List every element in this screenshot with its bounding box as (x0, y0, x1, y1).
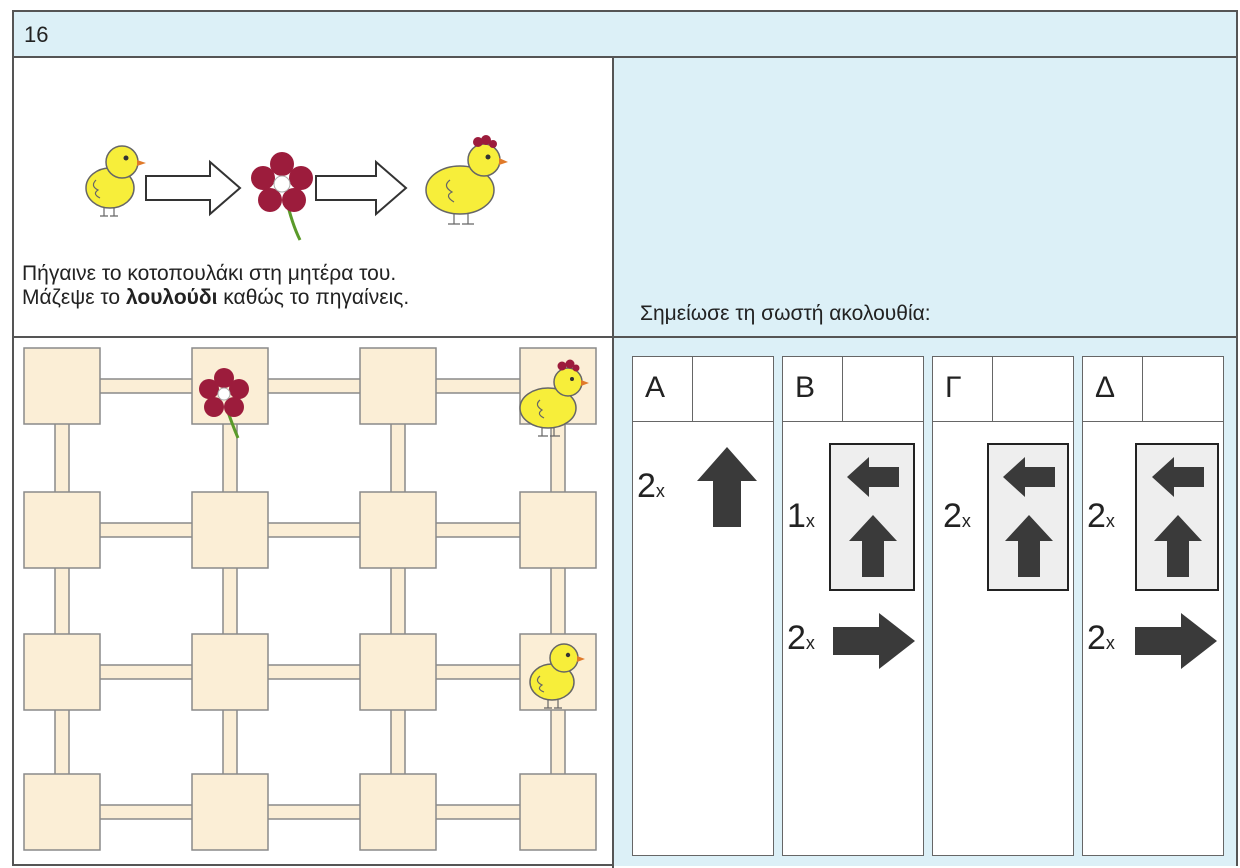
arrow-left-icon (847, 457, 899, 497)
arrow-up-icon (1005, 515, 1053, 577)
divider-horizontal (14, 336, 1236, 338)
instruction-text: καθώς το πηγαίνεις. (217, 286, 410, 309)
maze-tile (519, 773, 597, 851)
arrow-left-icon (1003, 457, 1055, 497)
chick-icon (85, 145, 146, 217)
maze-tile (519, 491, 597, 569)
count-multiplier: x (961, 511, 971, 531)
answer-area (614, 58, 1236, 336)
arrow-right-icon (833, 613, 915, 669)
maze-tile (359, 773, 437, 851)
instruction-line-2: Μάζεψε το λουλούδι καθώς το πηγαίνεις. (22, 286, 409, 310)
option-header: Β (783, 357, 923, 422)
step-count: 2x (1087, 497, 1115, 536)
maze-tiles (23, 347, 597, 851)
arrow-up-icon (1154, 515, 1202, 577)
option-b[interactable]: Β 1x 2x (782, 356, 924, 856)
maze-tile (23, 633, 101, 711)
instructions: Πήγαινε το κοτοπουλάκι στη μητέρα του. Μ… (22, 262, 409, 310)
arrow-up-icon (697, 447, 757, 527)
count-number: 2 (1087, 619, 1106, 657)
option-letter: Γ (945, 371, 962, 404)
maze-tile (23, 347, 101, 425)
count-number: 2 (943, 497, 962, 535)
sequence-prompt: Σημείωσε τη σωστή ακολουθία: (640, 302, 931, 325)
arrow-up-icon (849, 515, 897, 577)
option-letter: Β (795, 371, 816, 404)
count-number: 2 (787, 619, 806, 657)
arrow-right-outline-icon (145, 159, 242, 217)
hen-icon (425, 135, 508, 225)
flower-icon (199, 368, 249, 439)
count-multiplier: x (805, 633, 815, 653)
task-number: 16 (24, 22, 49, 47)
maze-paths (54, 378, 566, 820)
instruction-bold-word: λουλούδι (125, 286, 218, 309)
option-letter-cell: Α (633, 357, 693, 421)
option-header: Α (633, 357, 773, 422)
count-multiplier: x (805, 511, 815, 531)
instruction-text: Μάζεψε το (22, 286, 126, 309)
option-letter: Α (645, 371, 666, 404)
step-count: 1x (787, 497, 815, 536)
maze-tile (23, 491, 101, 569)
loop-box-left-up-icon (1135, 443, 1219, 591)
instruction-line-1: Πήγαινε το κοτοπουλάκι στη μητέρα του. (22, 262, 397, 285)
arrow-right-outline-icon (315, 159, 408, 217)
arrow-left-icon (1152, 457, 1204, 497)
maze-grid (23, 347, 597, 851)
option-letter: Δ (1095, 371, 1116, 404)
maze-tile (359, 491, 437, 569)
option-header: Δ (1083, 357, 1223, 422)
step-count: 2x (787, 619, 815, 658)
option-letter-cell: Δ (1083, 357, 1143, 421)
maze-tile (359, 633, 437, 711)
maze-tile (359, 347, 437, 425)
option-letter-cell: Γ (933, 357, 993, 421)
step-count: 2x (637, 467, 665, 506)
count-number: 1 (787, 497, 806, 535)
count-multiplier: x (1105, 511, 1115, 531)
step-count: 2x (943, 497, 971, 536)
divider-vertical (612, 58, 614, 868)
option-a[interactable]: Α 2x (632, 356, 774, 856)
task-header: 16 (14, 12, 1236, 58)
loop-box-left-up-icon (987, 443, 1069, 591)
count-number: 2 (637, 467, 656, 505)
task-card: 16 (12, 10, 1238, 868)
count-number: 2 (1087, 497, 1106, 535)
step-count: 2x (1087, 619, 1115, 658)
hen-icon (519, 359, 589, 437)
option-d[interactable]: Δ 2x 2x (1082, 356, 1224, 856)
flower-icon (251, 152, 313, 241)
arrow-right-icon (1135, 613, 1217, 669)
story-strip (85, 135, 508, 241)
option-letter-cell: Β (783, 357, 843, 421)
loop-box-left-up-icon (829, 443, 915, 591)
maze-tile (191, 633, 269, 711)
count-multiplier: x (1105, 633, 1115, 653)
chick-icon (529, 643, 585, 709)
maze-tile (191, 773, 269, 851)
option-header: Γ (933, 357, 1073, 422)
maze-tile (23, 773, 101, 851)
option-g[interactable]: Γ 2x (932, 356, 1074, 856)
maze-tile (191, 491, 269, 569)
count-multiplier: x (655, 481, 665, 501)
